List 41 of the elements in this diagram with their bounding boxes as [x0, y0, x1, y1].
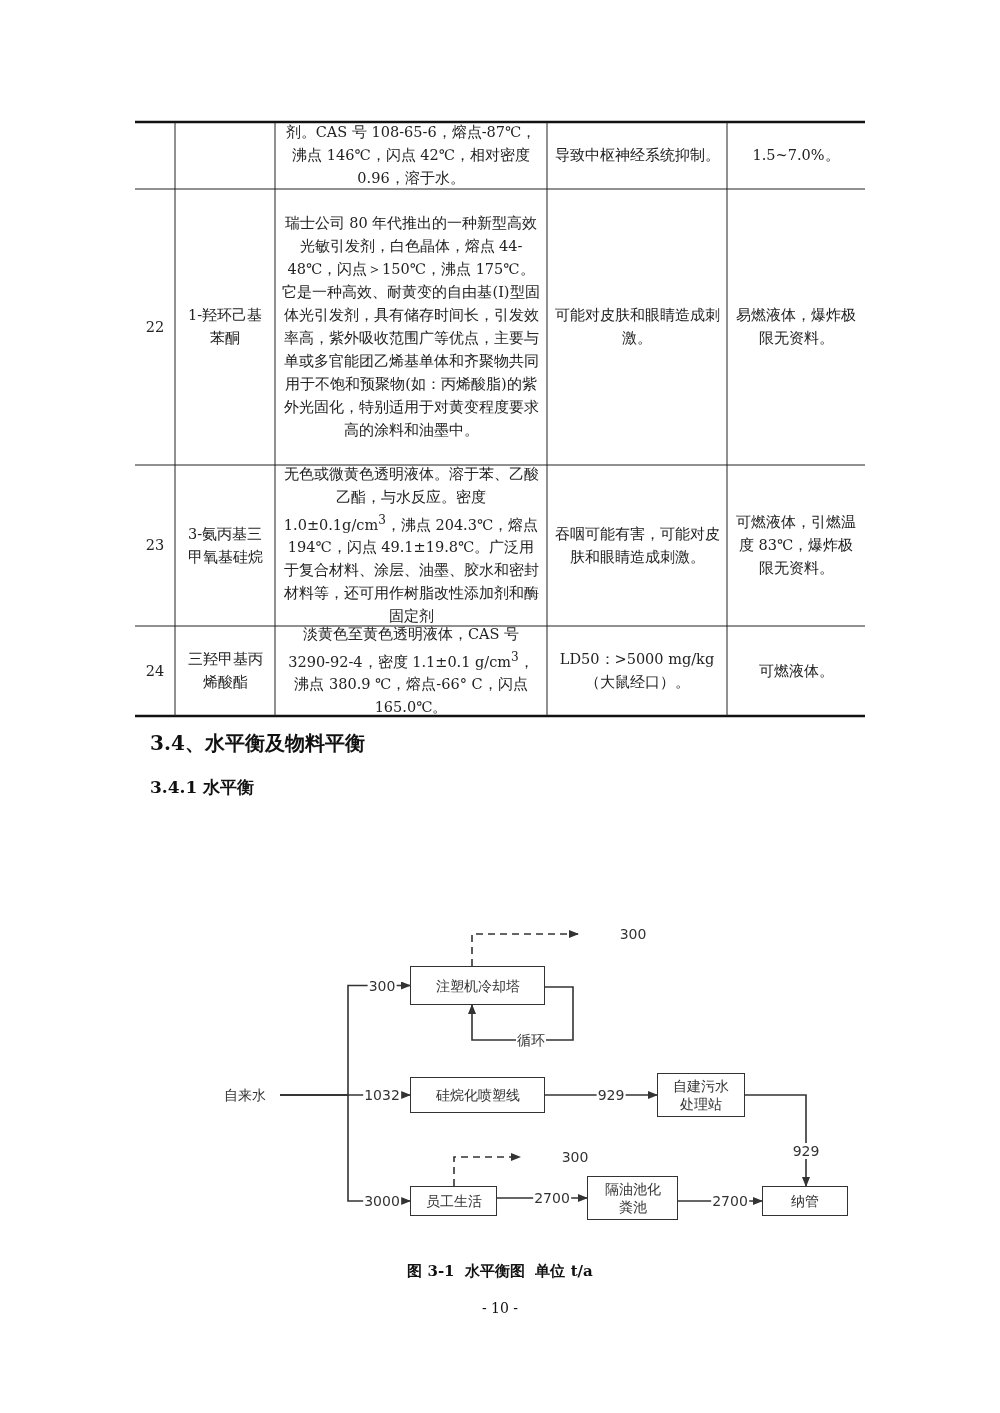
process-box: 注塑机冷却塔: [410, 966, 545, 1005]
edge-label: 300: [618, 926, 648, 942]
edge-label: 循环: [516, 1032, 546, 1048]
table-cell-text: 可燃液体。: [757, 661, 835, 681]
table-cell-text: 瑞士公司 80 年代推出的一种新型高效光敏引发剂，白色晶体，熔点 44-48℃，闪点＞150℃，沸点 175℃。它是一种高效、耐黄变的自由基(Ⅰ)型固体光引发剂，具有储存时间长，引发效率高，紫外吸收范围广等优点，主要与单或多官能团乙烯基单体和齐聚物共同用于不饱和预聚物(如：丙烯酸脂)的紫外光固化，特别适用于对黄变程度要求高的涂料和油墨中。: [281, 214, 541, 440]
table-cell-text: 可燃液体，引燃温度 83℃，爆炸极限无资料。: [735, 513, 857, 578]
edge-label: 2700: [533, 1190, 571, 1206]
table-cell-text: 1.5~7.0%。: [751, 146, 841, 165]
table-cell-text: 可能对皮肤和眼睛造成刺激。: [553, 306, 721, 348]
source-label: 自来水: [215, 1085, 275, 1105]
edge-label: 300: [560, 1149, 590, 1165]
table-cell-text: 吞咽可能有害，可能对皮肤和眼睛造成刺激。: [553, 524, 721, 567]
figure-caption: 图 3-1 水平衡图 单位 t/a: [406, 1262, 594, 1281]
table-cell-text: 22: [144, 317, 166, 337]
edge-label: 929: [596, 1087, 626, 1103]
table-cell-text: 导致中枢神经系统抑制。: [553, 146, 721, 165]
edge-label: 1032: [363, 1087, 401, 1103]
table-cell-text: 淡黄色至黄色透明液体，CAS 号 3290-92-4，密度 1.1±0.1 g/cm$^{3}$，沸点 380.9 ℃，熔点-66° C，闪点 165.0℃。: [287, 626, 535, 716]
process-box: 纳管: [762, 1186, 848, 1216]
process-box: 隔油池化粪池: [587, 1176, 678, 1220]
subsection-heading: 3.4.1 水平衡: [150, 776, 255, 799]
table-cell-text: 易燃液体，爆炸极限无资料。: [735, 306, 857, 348]
section-heading: 3.4、水平衡及物料平衡: [150, 730, 365, 757]
process-box: 硅烷化喷塑线: [410, 1077, 545, 1113]
edge-label: 929: [791, 1142, 821, 1159]
process-box: 员工生活: [410, 1186, 497, 1216]
table-cell-text: 23: [144, 536, 166, 555]
arrow: [744, 1094, 810, 1187]
table-cell-text: 无色或微黄色透明液体。溶于苯、乙酸乙酯，与水反应。密度 1.0±0.1g/cm$^{3}$，沸点 204.3℃，熔点 194℃，闪点 49.1±19.8℃。广泛用于复合材料、涂层、油墨、胶水和密封材料等，还可用作树脂改性添加剂和酶固定剂: [282, 465, 540, 626]
table-cell-text: 三羟甲基丙烯酸酯: [186, 650, 264, 692]
table-cell-text: 3-氨丙基三甲氧基硅烷: [186, 524, 264, 567]
arrow: [453, 1153, 521, 1187]
arrow: [471, 930, 579, 967]
process-box: 自建污水处理站: [657, 1073, 745, 1117]
edge-label: 2700: [711, 1193, 749, 1209]
table-cell-text: 剂。CAS 号 108-65-6，熔点-87℃，沸点 146℃，闪点 42℃，相对密度 0.96，溶于水。: [284, 123, 538, 188]
table-cell-text: LD50：>5000 mg/kg（大鼠经口）。: [558, 650, 716, 692]
table-cell-text: 1-羟环己基苯酮: [186, 306, 264, 348]
edge-label: 3000: [363, 1193, 401, 1209]
page-number: - 10 -: [480, 1300, 520, 1316]
table-cell-text: 24: [144, 661, 166, 681]
